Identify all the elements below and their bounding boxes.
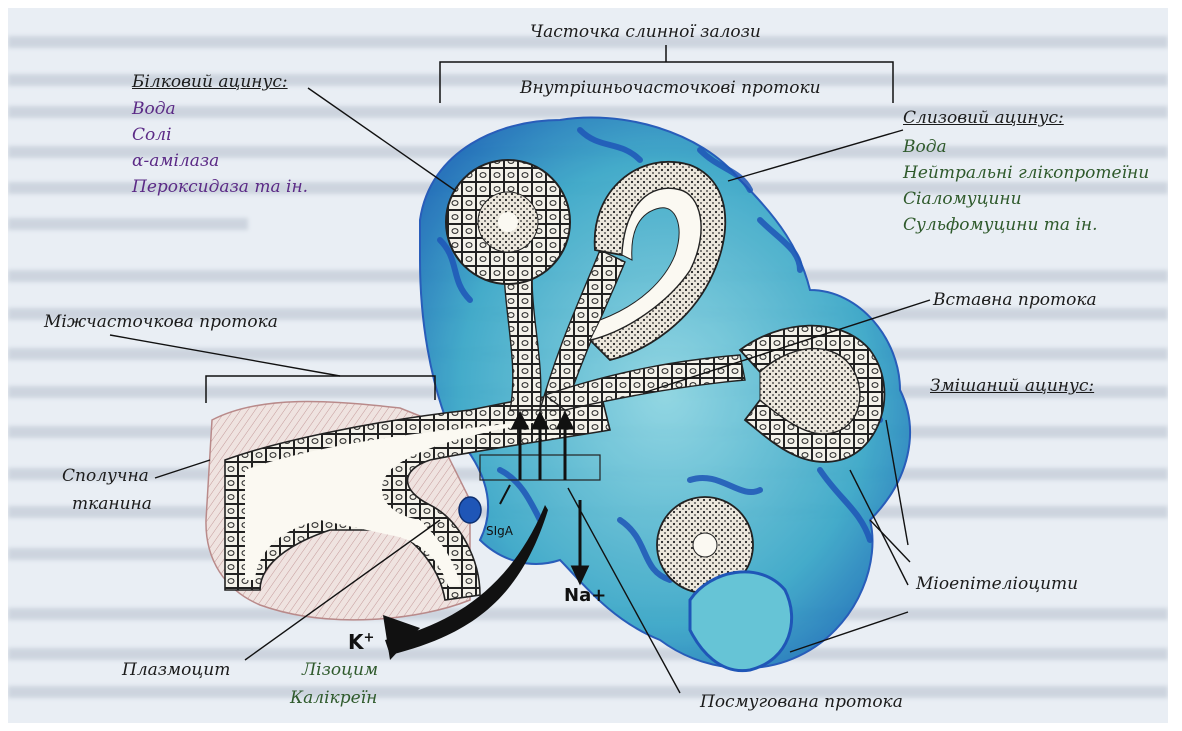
sodium-label: Na+ [564,585,606,606]
lysozyme-label: Лізоцим [302,660,378,681]
serous-item: α-амілаза [132,148,308,174]
connective-tissue-label-2: тканина [72,494,152,515]
intercalated-duct-label: Вставна протока [933,290,1097,311]
serous-item: Пероксидаза та ін. [132,174,308,200]
interlobular-duct-label: Міжчасточкова протока [44,312,278,333]
siga-label: SIgA [486,524,513,538]
mucous-item: Сіаломуцини [903,186,1149,212]
lobule-label: Часточка слинної залози [530,22,761,43]
plasma-cell-label: Плазмоцит [122,660,230,681]
serous-acinus [446,160,570,284]
plasma-cell [459,497,481,523]
potassium-symbol: K [348,630,364,654]
potassium-charge: + [364,630,375,645]
mucous-acinus-products: Вода Нейтральні глікопротеїни Сіаломуцин… [903,134,1149,238]
serous-item: Солі [132,122,308,148]
mucous-item: Нейтральні глікопротеїни [903,160,1149,186]
serous-acinus-products: Вода Солі α-амілаза Пероксидаза та ін. [132,96,308,200]
intralobular-ducts-label: Внутрішньочасточкові протоки [520,78,821,99]
serous-acinus-title: Білковий ацинус: [132,72,288,93]
mucous-item: Вода [903,134,1149,160]
striated-duct-label: Посмугована протока [700,692,903,713]
mucous-acinus-title: Слизовий ацинус: [903,108,1064,129]
connective-tissue-label-1: Сполучна [62,466,149,487]
interlobular-bracket [206,376,435,403]
serous-item: Вода [132,96,308,122]
potassium-label: K+ [348,630,374,654]
kallikrein-label: Калікреїн [290,688,377,709]
mucous-item: Сульфомуцини та ін. [903,212,1149,238]
myoepithelial-label: Міоепітеліоцити [916,574,1078,595]
mixed-acinus-title: Змішаний ацинус: [930,376,1094,397]
